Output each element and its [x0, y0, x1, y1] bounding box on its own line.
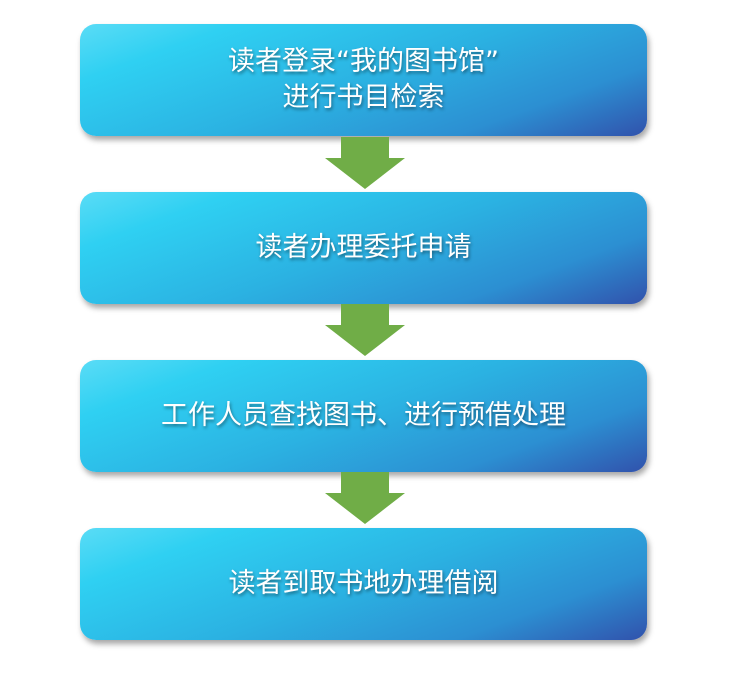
step-4-box: 读者到取书地办理借阅: [80, 528, 647, 640]
step-1-box: 读者登录“我的图书馆” 进行书目检索: [80, 24, 647, 136]
down-arrow-icon: [325, 304, 405, 356]
down-arrow-icon: [325, 137, 405, 189]
step-4-label: 读者到取书地办理借阅: [228, 568, 499, 599]
step-3-box: 工作人员查找图书、进行预借处理: [80, 360, 647, 472]
step-1-label: 读者登录“我的图书馆” 进行书目检索: [228, 46, 499, 113]
step-2-box: 读者办理委托申请: [80, 192, 647, 304]
step-2-label: 读者办理委托申请: [255, 232, 472, 263]
step-3-label: 工作人员查找图书、进行预借处理: [161, 400, 566, 431]
down-arrow-icon: [325, 472, 405, 524]
